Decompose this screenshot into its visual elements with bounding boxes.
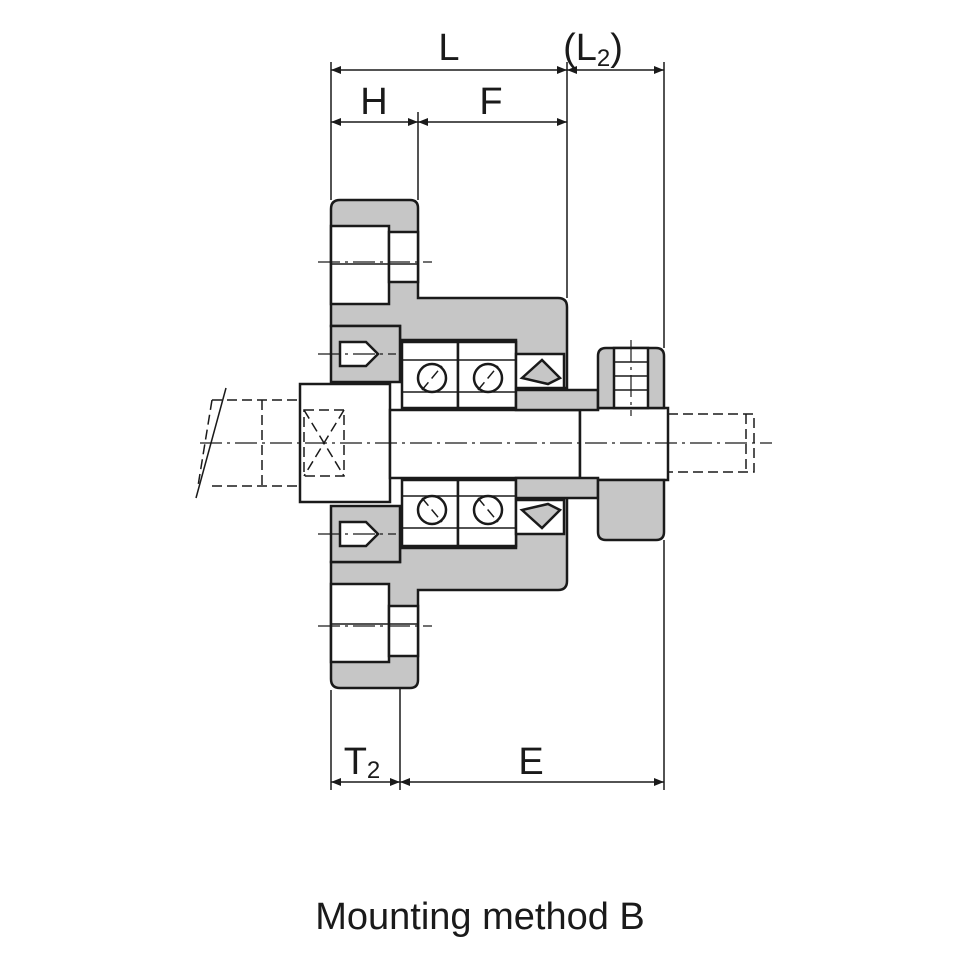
label-H: H [360,81,387,123]
outer-lock-nut [596,340,666,542]
lock-nut [318,324,402,564]
housing [318,198,569,690]
label-F: F [479,81,502,123]
shaft [195,382,772,504]
label-L: L [438,27,459,69]
caption: Mounting method B [315,896,645,938]
seals [514,352,566,536]
label-E: E [518,741,543,783]
collar [514,388,600,500]
bearings-lower [400,478,518,548]
bearings-upper [400,340,518,410]
label-T2: T2 [344,741,381,784]
label-L2: (L2) [563,27,623,72]
